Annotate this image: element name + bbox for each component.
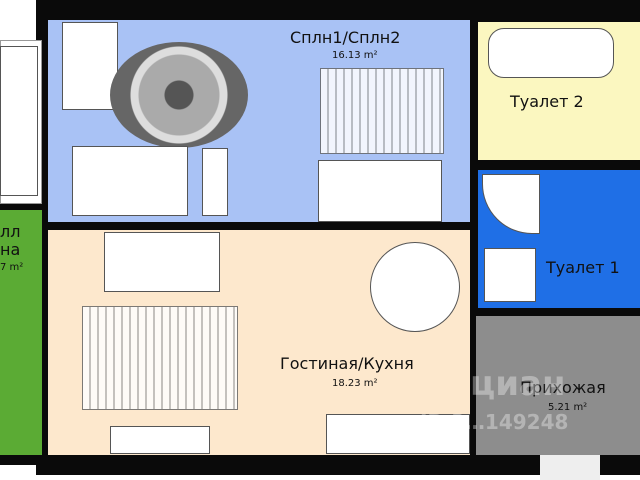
room-label-green-2: на [0, 240, 21, 259]
round-rug [110, 42, 248, 148]
room-label-toilet-2: Туалет 2 [510, 92, 584, 111]
room-label-living-kitchen: Гостиная/Кухня [280, 354, 414, 373]
dining-table [370, 242, 460, 332]
entry-opening [540, 455, 600, 480]
room-label-green-1: лл [0, 222, 21, 241]
room-area-hallway: 5.21 m² [548, 402, 588, 413]
room-hallway [476, 316, 640, 455]
tv-stand [110, 426, 210, 454]
desk [62, 22, 118, 110]
bedroom-rug [320, 68, 444, 154]
bed [0, 46, 38, 196]
watermark-id: ID 3…149248 [420, 410, 569, 434]
room-left-green [0, 210, 42, 455]
shower-tray [484, 248, 536, 302]
room-label-bedroom: Сплн1/Сплн2 [290, 28, 401, 47]
kitchen-counter [326, 414, 470, 454]
sofa [318, 160, 442, 222]
room-area-living-kitchen: 18.23 m² [332, 378, 378, 389]
living-rug [82, 306, 238, 410]
bathtub [488, 28, 614, 78]
room-label-hallway: Прихожая [520, 378, 606, 397]
nightstand [202, 148, 228, 216]
double-bed [72, 146, 188, 216]
room-label-toilet-1: Туалет 1 [546, 258, 620, 277]
room-area-green: 7 m² [0, 262, 24, 273]
watermark-brand: циан [470, 364, 566, 404]
room-area-bedroom: 16.13 m² [332, 50, 378, 61]
living-sofa [104, 232, 220, 292]
